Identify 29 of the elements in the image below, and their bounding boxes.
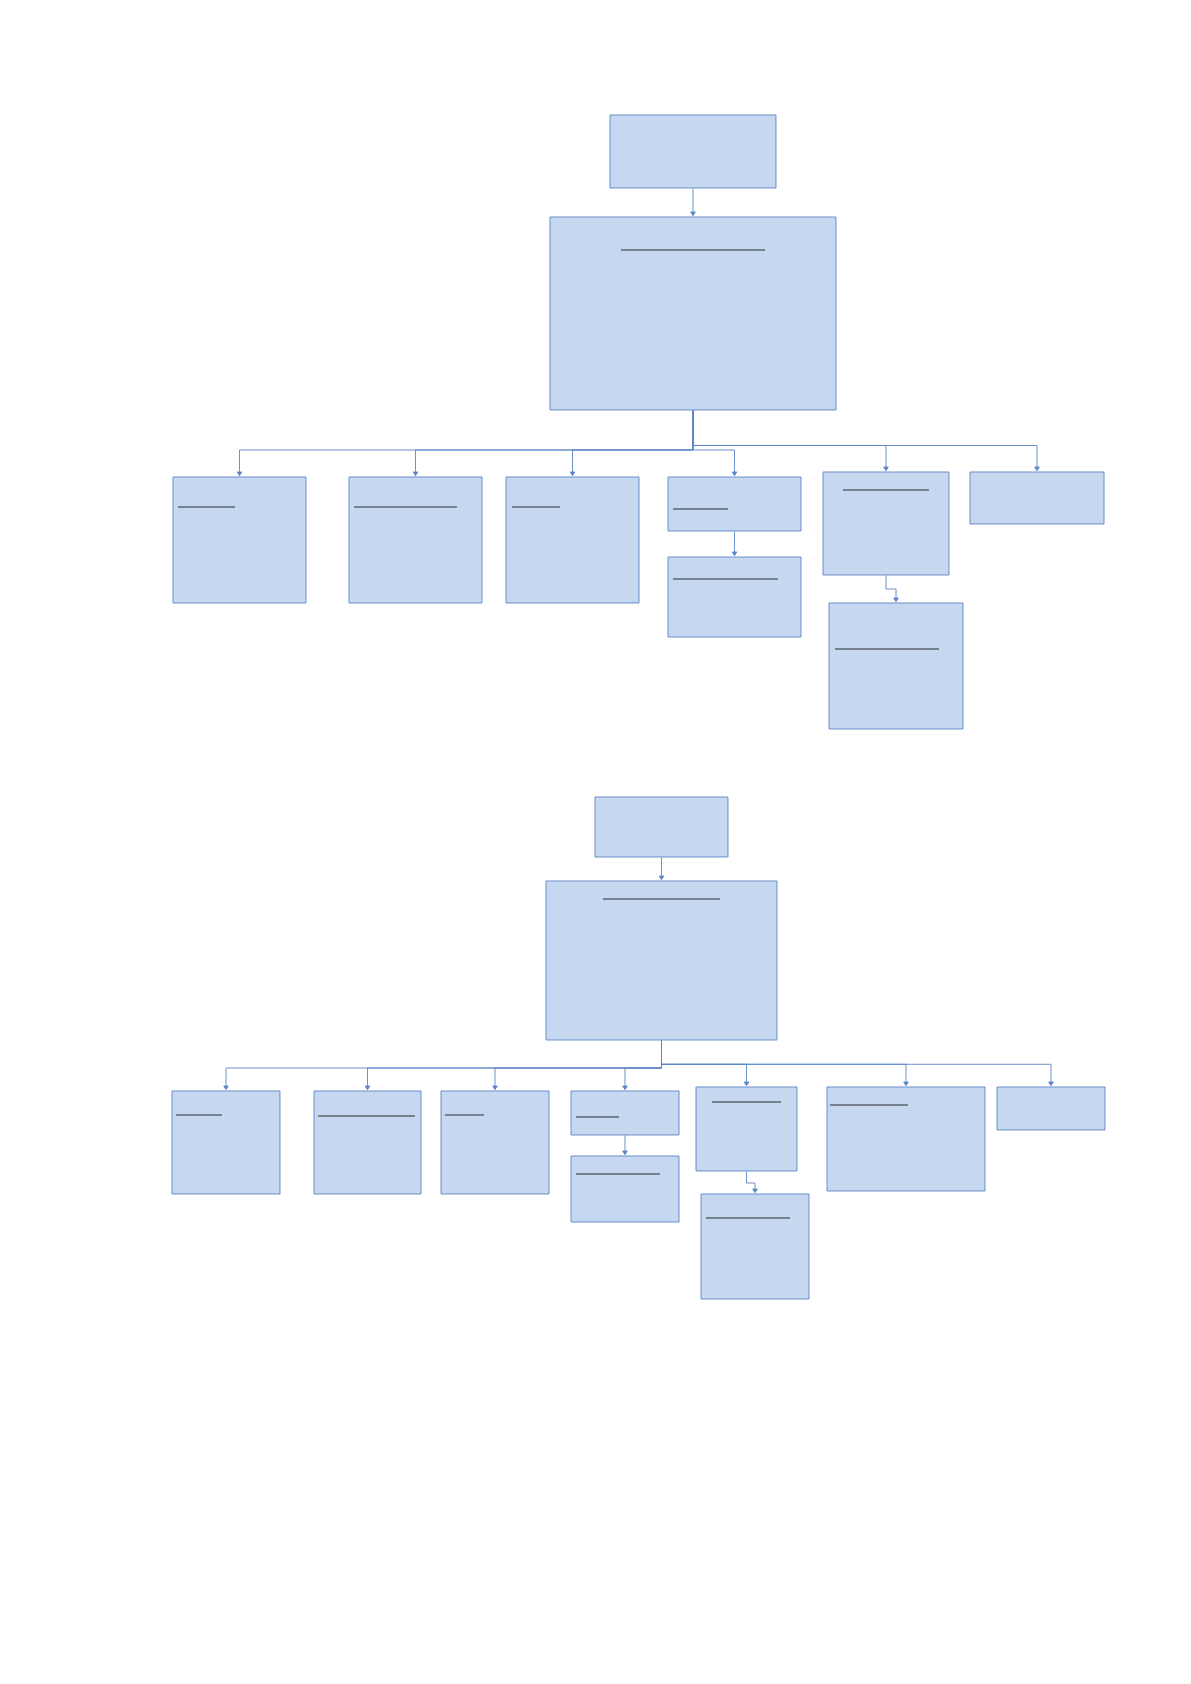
connector-arrow	[690, 188, 696, 217]
chart-box	[594, 796, 729, 858]
chart-box	[609, 114, 777, 189]
chart-box	[695, 1086, 798, 1172]
chart-box	[969, 471, 1105, 525]
chart-box	[667, 476, 802, 532]
chart-box	[826, 1086, 986, 1192]
chart-box	[570, 1090, 680, 1136]
chart-box	[313, 1090, 422, 1195]
chart-box	[822, 471, 950, 576]
connector-arrow	[746, 1171, 758, 1194]
connector-arrow	[622, 1135, 628, 1156]
connector-arrow	[661, 1040, 1054, 1087]
chart-box	[996, 1086, 1106, 1131]
chart-box	[700, 1193, 810, 1300]
chart-box	[505, 476, 640, 604]
connector-arrow	[658, 857, 665, 881]
chart-box	[828, 602, 964, 730]
chart-box	[570, 1155, 680, 1223]
chart-box	[172, 476, 307, 604]
chart-box	[667, 556, 802, 638]
connector-arrow	[731, 531, 738, 557]
chart-box	[549, 216, 837, 411]
connector-arrow	[885, 575, 899, 603]
chart-box	[440, 1090, 550, 1195]
chart-box	[171, 1090, 281, 1195]
connector-arrow	[692, 410, 1040, 472]
chart-box	[545, 880, 778, 1041]
chart-box	[348, 476, 483, 604]
